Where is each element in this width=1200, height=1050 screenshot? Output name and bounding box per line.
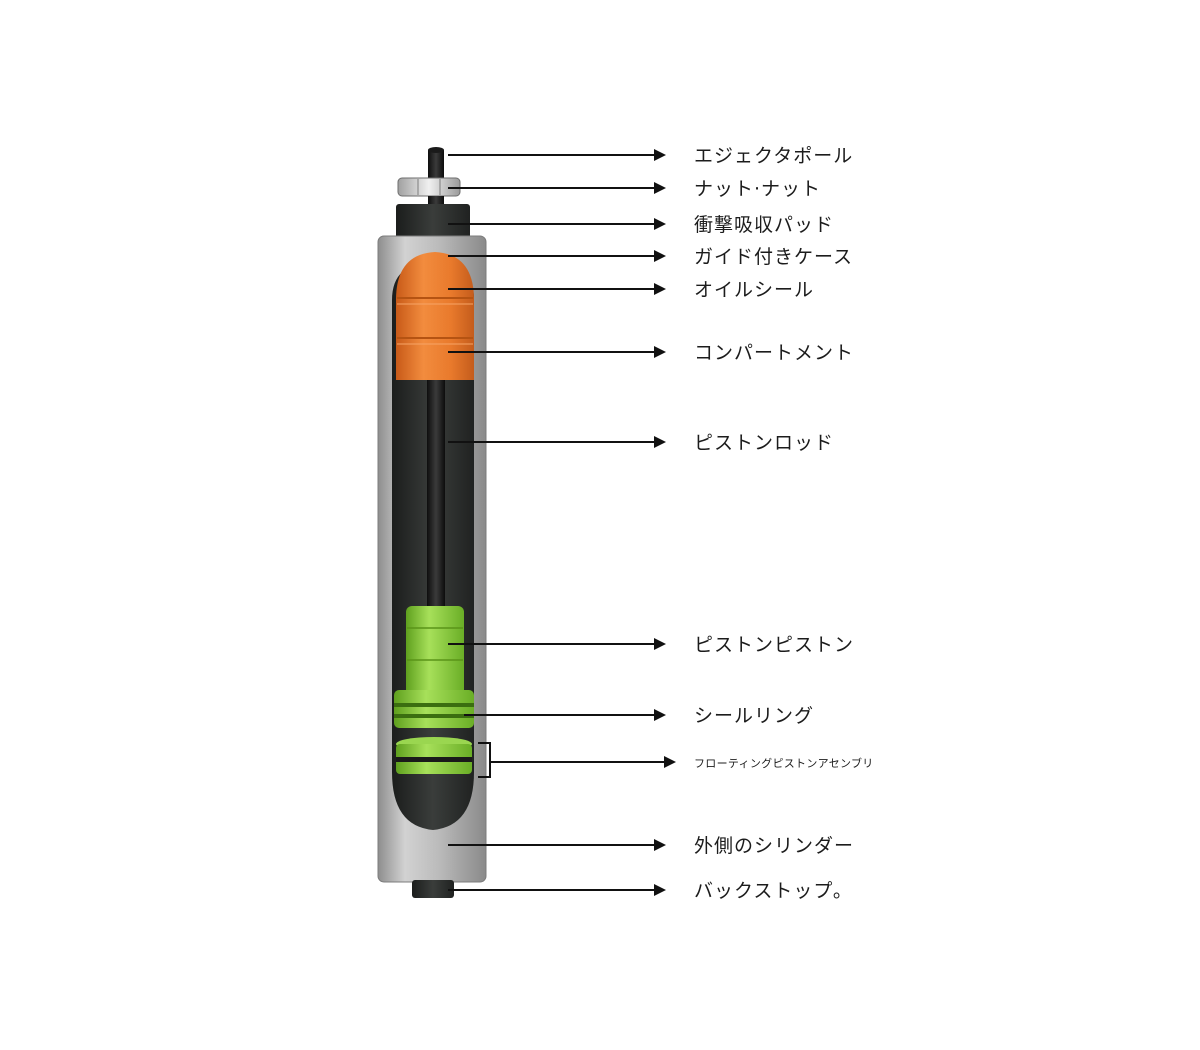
leader-seal-ring: シールリング (464, 705, 814, 727)
floating-piston (396, 737, 472, 774)
label-shock-pad: 衝撃吸収パッド (694, 214, 834, 236)
seal-ring (394, 690, 474, 728)
ejector-pole (428, 147, 444, 186)
leader-piston: ピストンピストン (448, 634, 854, 656)
leader-compartment: コンパートメント (448, 342, 854, 364)
leader-oil-seal: オイルシール (448, 279, 814, 301)
leader-nut: ナット·ナット (448, 178, 821, 200)
piston (406, 606, 464, 696)
label-compartment: コンパートメント (694, 342, 854, 364)
leader-outer-cylinder: 外側のシリンダー (448, 835, 854, 857)
label-outer-cylinder: 外側のシリンダー (694, 835, 854, 857)
label-piston-rod: ピストンロッド (694, 432, 834, 454)
leader-floating-piston: フローティングピストンアセンブリ (478, 742, 874, 778)
label-backstop: バックストップ。 (694, 880, 853, 902)
piston-rod (427, 380, 445, 612)
leader-backstop: バックストップ。 (448, 880, 853, 902)
leader-shock-pad: 衝撃吸収パッド (448, 214, 834, 236)
label-seal-ring: シールリング (694, 705, 814, 727)
leader-piston-rod: ピストンロッド (448, 432, 834, 454)
shock-pad (396, 204, 470, 240)
leader-ejector-pole: エジェクタポール (448, 145, 853, 167)
backstop (412, 880, 454, 898)
label-piston: ピストンピストン (694, 634, 854, 656)
label-ejector-pole: エジェクタポール (694, 145, 853, 167)
label-floating-piston: フローティングピストンアセンブリ (694, 756, 874, 770)
leader-guide-case: ガイド付きケース (448, 246, 853, 268)
label-oil-seal: オイルシール (694, 279, 814, 301)
label-guide-case: ガイド付きケース (694, 246, 853, 268)
oil-seal (396, 252, 474, 380)
label-nut: ナット·ナット (694, 178, 821, 200)
absorber-body (377, 147, 487, 898)
